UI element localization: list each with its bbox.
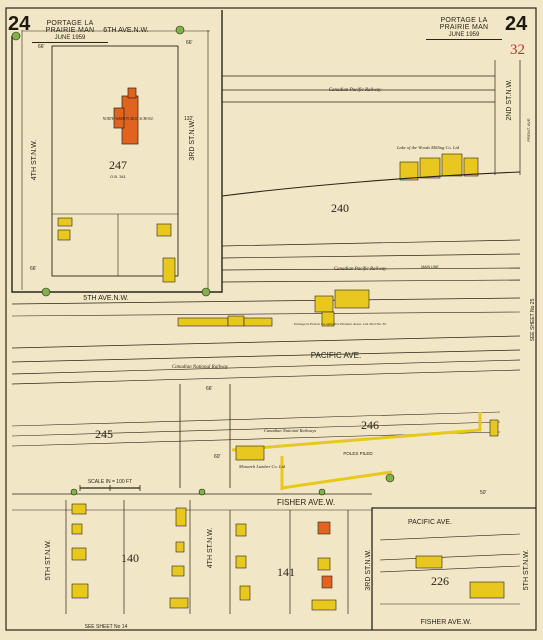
street-label-pacific-lower: PACIFIC AVE. [408,519,452,526]
cpr-upper-tracks [222,60,521,175]
monarch-label: Monarch Lumber Co. Ltd [238,464,286,469]
street-label-5th-st-bottom: 5TH ST.N.W. [45,540,52,581]
sheet-border [5,7,537,631]
block-247-outline [51,45,179,277]
lumber-yard-boundary [231,412,482,452]
fifth-ave-edge [11,297,521,305]
block-226-building [415,555,443,569]
street-label-3rd-st: 3RD ST.N.W. [189,119,196,160]
dim-60: 60' [214,454,221,460]
dim-66: 66' [38,44,45,50]
see-sheet-25: SEE SHEET No 25 [530,298,536,341]
block-226-tracks [379,533,521,605]
fifth-ave-edge [11,311,521,317]
street-label-4th-st: 4TH ST.N.W. [31,140,38,181]
cnr2-label: Canadian National Railways [264,428,317,433]
cpr-main-tracks [221,239,521,283]
street-label-fisher: FISHER AVE.W. [277,498,335,507]
school-building [113,87,139,145]
header-city-right: PORTAGE LA PRAIRIE MAN [439,17,489,32]
block-number-247: 247 [109,158,127,172]
dim-66: 66' [186,40,193,46]
street-label-4th-st-bottom: 4TH ST.N.W. [207,528,214,569]
lumber-yard-boundary [281,470,393,490]
page-mark: 32 [510,42,525,58]
block-247-frame [11,10,223,293]
block-226-building [469,581,505,599]
block-number-140: 140 [121,551,139,565]
see-sheet-14: SEE SHEET No 14 [85,624,128,630]
street-label-small: PRONT. AVE [526,118,531,142]
cnr-tracks [11,335,521,385]
street-label-fisher-lower: FISHER AVE.W. [421,619,472,626]
block-247-sub: O.B. 341 [110,174,127,179]
cnr-label: Canadian National Railway [172,365,229,370]
street-label-5th-ave: 5TH AVE.N.W. [83,295,128,302]
block-226-frame [371,507,536,630]
scale-label: SCALE IN = 100 FT [88,479,132,485]
block-number-246: 246 [361,418,379,432]
header-date-right: JUNE 1959 [426,32,502,40]
block-number-245: 245 [95,427,113,441]
scale-bar [79,485,141,491]
street-label-2nd-st: 2ND ST.N.W. [506,79,513,120]
poles-label: POLES PILED [343,451,373,456]
dim-66: 66' [30,266,37,272]
block-number-141: 141 [277,565,295,579]
cnr-lower-tracks [11,411,501,447]
dim-50: 50' [480,490,487,496]
milling-label: Lake of the Woods Milling Co. Ltd [396,145,460,150]
cpr-upper-label: Canadian Pacific Railway [329,88,383,93]
bottom-block-buildings [71,503,337,611]
milling-buildings [399,153,479,181]
street-label-3rd-st-bottom: 3RD ST.N.W. [365,549,372,590]
block-number-226: 226 [431,574,449,588]
header-right: PORTAGE LA PRAIRIE MAN JUNE 1959 [426,17,502,40]
bottom-block-lines [65,500,349,614]
street-label-pacific: PACIFIC AVE. [311,351,361,360]
dim-66: 66' [206,386,213,392]
sheet-number-right: 24 [505,13,528,35]
elevator-buildings [177,289,370,327]
school-label: NORTH WARD PUBLIC SCHOOL [102,117,154,121]
shed [489,419,499,437]
header-date-left: JUNE 1959 [32,35,108,43]
cpr-main-label: Canadian Pacific Railway [334,267,388,272]
sheet-number-left: 24 [8,13,31,35]
dim-132: 132' [184,116,193,122]
street-label-6th-ave: 6TH AVE.N.W. [103,27,148,34]
bottom-brick-buildings [317,521,333,589]
monarch-office [235,445,265,461]
hydrant-icon [11,25,395,496]
block-240-edge [221,171,521,197]
cpr-main-note: MAIN LINE [421,265,439,269]
elevator-label: Portage la Prairie Co-operative Elevator… [293,322,386,326]
street-label-5th-st-right: 5TH ST.N.W. [523,550,530,591]
frame-buildings-247 [57,217,176,283]
block-number-240: 240 [331,201,349,215]
